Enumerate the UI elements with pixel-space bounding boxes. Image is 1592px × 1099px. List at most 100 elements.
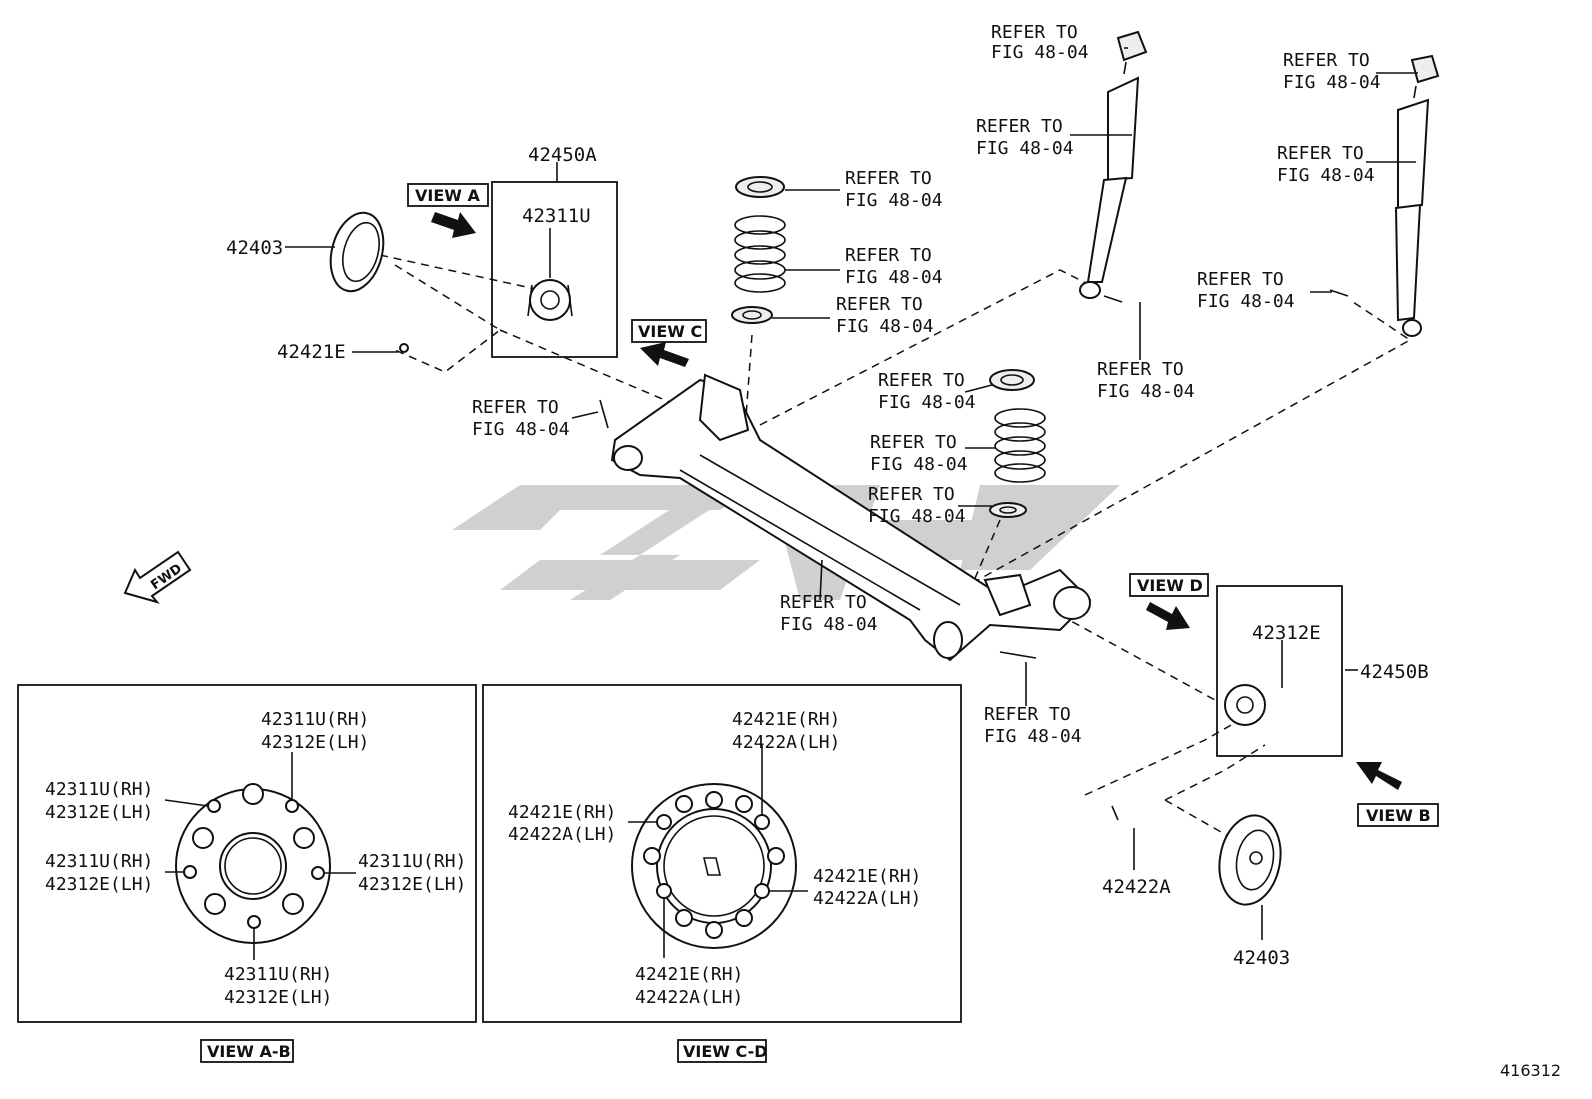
svg-text:REFER TO: REFER TO [1197, 269, 1284, 290]
svg-text:42312E(LH): 42312E(LH) [45, 874, 153, 895]
svg-text:REFER TO: REFER TO [836, 294, 923, 315]
svg-text:FIG 48-04: FIG 48-04 [991, 42, 1089, 63]
refer-label-spring-seat-lower-left: REFER TO FIG 48-04 [836, 294, 934, 337]
right-spring-stack [989, 369, 1046, 518]
view-c-arrow [640, 342, 689, 367]
svg-text:REFER TO: REFER TO [1283, 50, 1370, 71]
part-label-42450a: 42450A [528, 144, 597, 166]
svg-text:REFER TO: REFER TO [472, 397, 559, 418]
right-shock-absorber [1329, 54, 1440, 337]
svg-text:FIG 48-04: FIG 48-04 [1097, 381, 1195, 402]
svg-text:42311U(RH): 42311U(RH) [45, 779, 153, 800]
dashed-guide-lines [379, 254, 1412, 841]
left-shock-absorber [1079, 30, 1148, 303]
svg-text:VIEW C-D: VIEW C-D [683, 1042, 768, 1061]
axle-beam [610, 373, 1092, 662]
refer-label-shock-left: REFER TO FIG 48-04 [976, 116, 1074, 159]
refer-label-shock-bolt-left: REFER TO FIG 48-04 [1097, 359, 1195, 402]
view-tag-cd: VIEW C-D [677, 1039, 768, 1063]
left-spring-stack [731, 176, 786, 324]
refer-label-spring-right: REFER TO FIG 48-04 [870, 432, 968, 475]
svg-text:FIG 48-04: FIG 48-04 [1283, 72, 1381, 93]
view-d-arrow [1146, 602, 1190, 630]
view-a-arrow [431, 212, 476, 238]
svg-text:VIEW A: VIEW A [415, 186, 480, 205]
svg-text:42421E(RH): 42421E(RH) [635, 964, 743, 985]
svg-text:42311U(RH): 42311U(RH) [358, 851, 466, 872]
svg-text:FIG 48-04: FIG 48-04 [780, 614, 878, 635]
left-hub-bearing [527, 279, 573, 321]
assembly-box-42450a [491, 181, 618, 358]
part-label-42312e: 42312E [1252, 622, 1321, 644]
right-hub-bearing [1224, 684, 1266, 726]
svg-text:REFER TO: REFER TO [976, 116, 1063, 137]
svg-text:REFER TO: REFER TO [991, 22, 1078, 43]
svg-text:REFER TO: REFER TO [868, 484, 955, 505]
svg-text:42421E(RH): 42421E(RH) [508, 802, 616, 823]
svg-text:42422A(LH): 42422A(LH) [508, 824, 616, 845]
refer-label-beam-bolt-right: REFER TO FIG 48-04 [984, 704, 1082, 747]
svg-text:FIG 48-04: FIG 48-04 [870, 454, 968, 475]
refer-label-beam-bolt-left: REFER TO FIG 48-04 [472, 397, 570, 440]
svg-text:FIG 48-04: FIG 48-04 [1197, 291, 1295, 312]
refer-label-shock-bolt-right: REFER TO FIG 48-04 [1197, 269, 1295, 312]
part-label-42422a: 42422A [1102, 876, 1171, 898]
svg-text:REFER TO: REFER TO [870, 432, 957, 453]
svg-text:FIG 48-04: FIG 48-04 [845, 190, 943, 211]
view-tag-a: VIEW A [407, 183, 489, 207]
svg-text:REFER TO: REFER TO [878, 370, 965, 391]
svg-text:42312E(LH): 42312E(LH) [45, 802, 153, 823]
svg-text:VIEW D: VIEW D [1137, 576, 1203, 595]
refer-label-spring-seat-upper-left: REFER TO FIG 48-04 [845, 168, 943, 211]
detail-view-cd: 42421E(RH) 42422A(LH) 42421E(RH) 42422A(… [482, 684, 962, 1023]
svg-text:REFER TO: REFER TO [1097, 359, 1184, 380]
view-arrows [431, 212, 1402, 790]
refer-label-spring-seat-upper-right: REFER TO FIG 48-04 [878, 370, 976, 413]
svg-text:REFER TO: REFER TO [845, 245, 932, 266]
view-b-arrow [1356, 762, 1402, 790]
svg-text:FIG 48-04: FIG 48-04 [836, 316, 934, 337]
bolts [399, 343, 1119, 821]
refer-label-spring-seat-lower-right: REFER TO FIG 48-04 [868, 484, 966, 527]
svg-text:FIG 48-04: FIG 48-04 [1277, 165, 1375, 186]
svg-text:FIG 48-04: FIG 48-04 [472, 419, 570, 440]
svg-text:42422A(LH): 42422A(LH) [813, 888, 921, 909]
fwd-arrow: FWD [123, 550, 192, 604]
svg-text:VIEW A-B: VIEW A-B [207, 1042, 291, 1061]
svg-text:REFER TO: REFER TO [984, 704, 1071, 725]
view-tag-b: VIEW B [1357, 803, 1439, 827]
svg-text:VIEW C: VIEW C [638, 322, 702, 341]
refer-label-beam: REFER TO FIG 48-04 [780, 592, 878, 635]
detail-view-ab: 42311U(RH) 42312E(LH) 42311U(RH) 42312E(… [17, 684, 477, 1023]
illustration-number: 416312 [1500, 1061, 1561, 1080]
svg-text:FIG 48-04: FIG 48-04 [845, 267, 943, 288]
svg-text:FIG 48-04: FIG 48-04 [976, 138, 1074, 159]
part-label-42450b: 42450B [1360, 661, 1429, 683]
svg-text:42422A(LH): 42422A(LH) [635, 987, 743, 1008]
right-brake-drum [1218, 814, 1282, 906]
svg-text:42422A(LH): 42422A(LH) [732, 732, 840, 753]
view-tag-c: VIEW C [631, 319, 707, 343]
svg-text:42312E(LH): 42312E(LH) [358, 874, 466, 895]
refer-label-top-cap-right: REFER TO FIG 48-04 [1283, 50, 1381, 93]
svg-text:REFER TO: REFER TO [845, 168, 932, 189]
svg-text:42421E(RH): 42421E(RH) [732, 709, 840, 730]
left-brake-drum [329, 211, 385, 293]
view-tag-d: VIEW D [1129, 573, 1209, 597]
svg-text:42311U(RH): 42311U(RH) [261, 709, 369, 730]
svg-text:FIG 48-04: FIG 48-04 [878, 392, 976, 413]
svg-text:FIG 48-04: FIG 48-04 [984, 726, 1082, 747]
assembly-box-42450b [1216, 585, 1343, 757]
view-tag-ab: VIEW A-B [200, 1039, 294, 1063]
part-label-42403-right: 42403 [1233, 947, 1290, 969]
svg-text:FIG 48-04: FIG 48-04 [868, 506, 966, 527]
refer-label-top-cap-left: REFER TO FIG 48-04 [991, 22, 1089, 63]
part-label-42421e: 42421E [277, 341, 346, 363]
svg-text:42311U(RH): 42311U(RH) [45, 851, 153, 872]
refer-label-shock-right: REFER TO FIG 48-04 [1277, 143, 1375, 186]
part-label-42403-left: 42403 [226, 237, 283, 259]
svg-text:42312E(LH): 42312E(LH) [224, 987, 332, 1008]
svg-text:REFER TO: REFER TO [1277, 143, 1364, 164]
svg-text:42312E(LH): 42312E(LH) [261, 732, 369, 753]
